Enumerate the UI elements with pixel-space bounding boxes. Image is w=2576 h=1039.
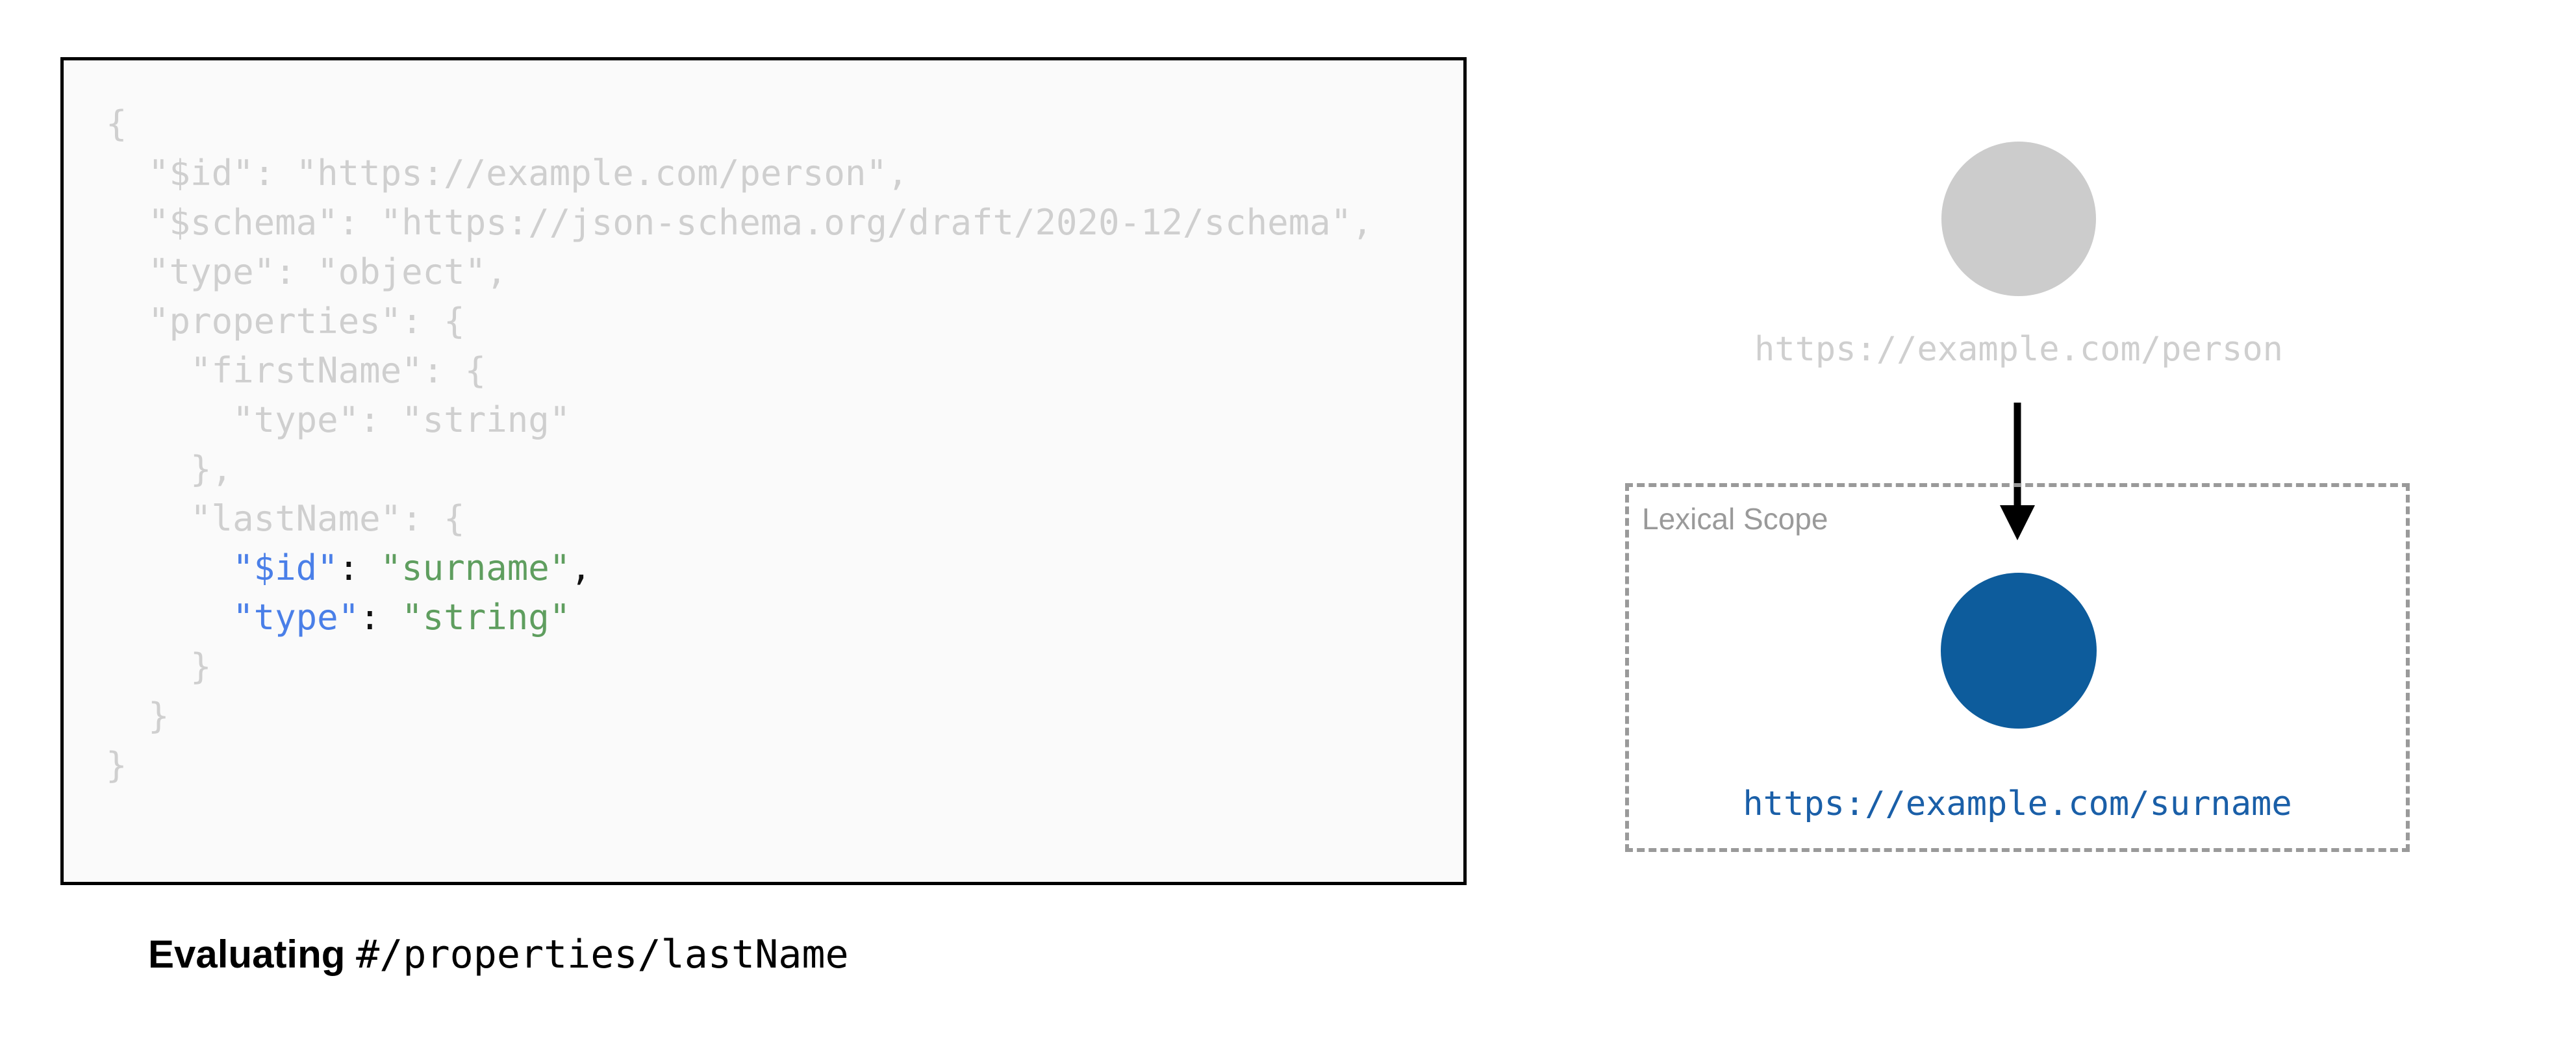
code-line: }, [106,445,1373,494]
code-token: "type" [233,597,360,638]
code-token: } [190,646,212,687]
code-line: "$id": "surname", [106,544,1373,593]
code-token: } [148,695,170,736]
json-schema-code-listing: { "$id": "https://example.com/person", "… [106,99,1373,790]
code-line: "type": "string" [106,395,1373,445]
code-token: } [106,745,127,786]
code-line: } [106,642,1373,692]
code-line: "type": "object", [106,247,1373,297]
code-token: "surname" [380,547,571,588]
caption-evaluating-label: Evaluating [148,933,346,976]
code-token: "firstName": { [190,350,486,391]
code-token: "properties": { [148,301,465,342]
code-token: "type": "object", [148,251,507,292]
code-token: : [359,597,402,638]
code-token: { [106,103,127,144]
code-token: "$schema": "https://json-schema.org/draf… [148,202,1373,243]
caption-evaluating: Evaluating #/properties/lastName [148,932,849,977]
schema-node-surname-label: https://example.com/surname [1743,784,2292,823]
code-token: "$id": "https://example.com/person", [148,153,909,194]
code-line: "type": "string" [106,593,1373,642]
lexical-scope-diagram: https://example.com/person Lexical Scope… [1533,0,2576,1039]
code-token: "string" [401,597,571,638]
arrow-down-icon [2000,403,2035,540]
code-panel: { "$id": "https://example.com/person", "… [60,57,1467,977]
lexical-scope-boundary [1625,483,2410,852]
code-line: } [106,741,1373,790]
code-token: "lastName": { [190,498,465,539]
code-line: { [106,99,1373,149]
schema-node-surname-circle-icon [1941,573,2097,729]
code-line: "properties": { [106,297,1373,346]
code-token: , [570,547,592,588]
lexical-scope-inner-label: Lexical Scope [1642,502,1828,536]
code-token: "type": "string" [233,399,571,440]
schema-node-person-circle-icon [1941,142,2096,296]
code-line: "$schema": "https://json-schema.org/draf… [106,198,1373,247]
code-line: } [106,692,1373,741]
code-line: "lastName": { [106,494,1373,544]
schema-node-person-label: https://example.com/person [1754,330,2283,369]
code-line: "firstName": { [106,346,1373,395]
code-line: "$id": "https://example.com/person", [106,149,1373,198]
caption-evaluating-pointer: #/properties/lastName [356,932,849,977]
code-token: : [338,547,381,588]
code-block-container: { "$id": "https://example.com/person", "… [60,57,1467,885]
code-token: "$id" [233,547,338,588]
code-token: }, [190,449,233,490]
